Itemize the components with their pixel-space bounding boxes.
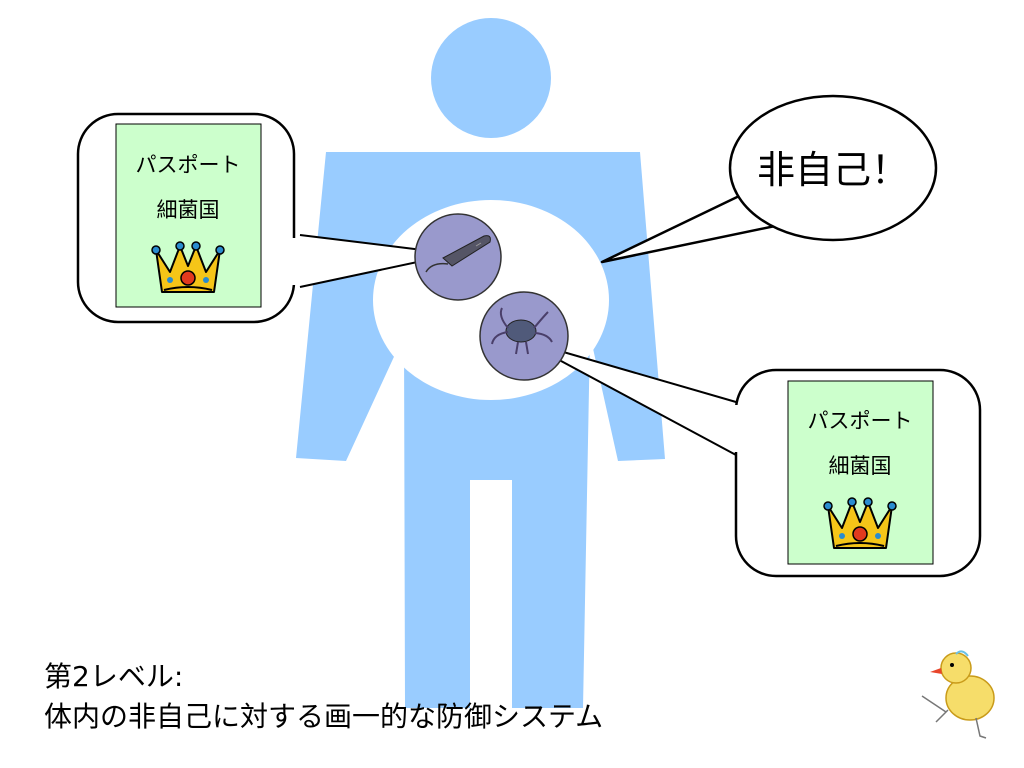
passport-country: 細菌国	[157, 198, 220, 222]
human-figure	[296, 18, 665, 708]
bacterium-spider-icon	[491, 307, 553, 355]
pathogen-rod	[414, 213, 502, 301]
crown-icon	[823, 497, 897, 549]
passport-callout-left: パスポート 細菌国	[76, 112, 456, 324]
crown-icon	[151, 241, 225, 293]
bacterium-rod-icon	[425, 235, 491, 273]
passport-title: パスポート	[136, 153, 241, 177]
duck-chick-icon	[921, 650, 995, 739]
passport-callout-right: パスポート 細菌国	[521, 339, 982, 578]
caption-level: 第2レベル:	[44, 660, 184, 693]
caption-description: 体内の非自己に対する画一的な防御システム	[44, 700, 604, 733]
passport-country: 細菌国	[829, 454, 892, 478]
passport-title: パスポート	[808, 409, 913, 433]
speech-bubble: 非自己！	[600, 94, 938, 264]
speech-bubble-text: 非自己！	[757, 148, 909, 192]
pathogen-spider	[479, 291, 569, 381]
